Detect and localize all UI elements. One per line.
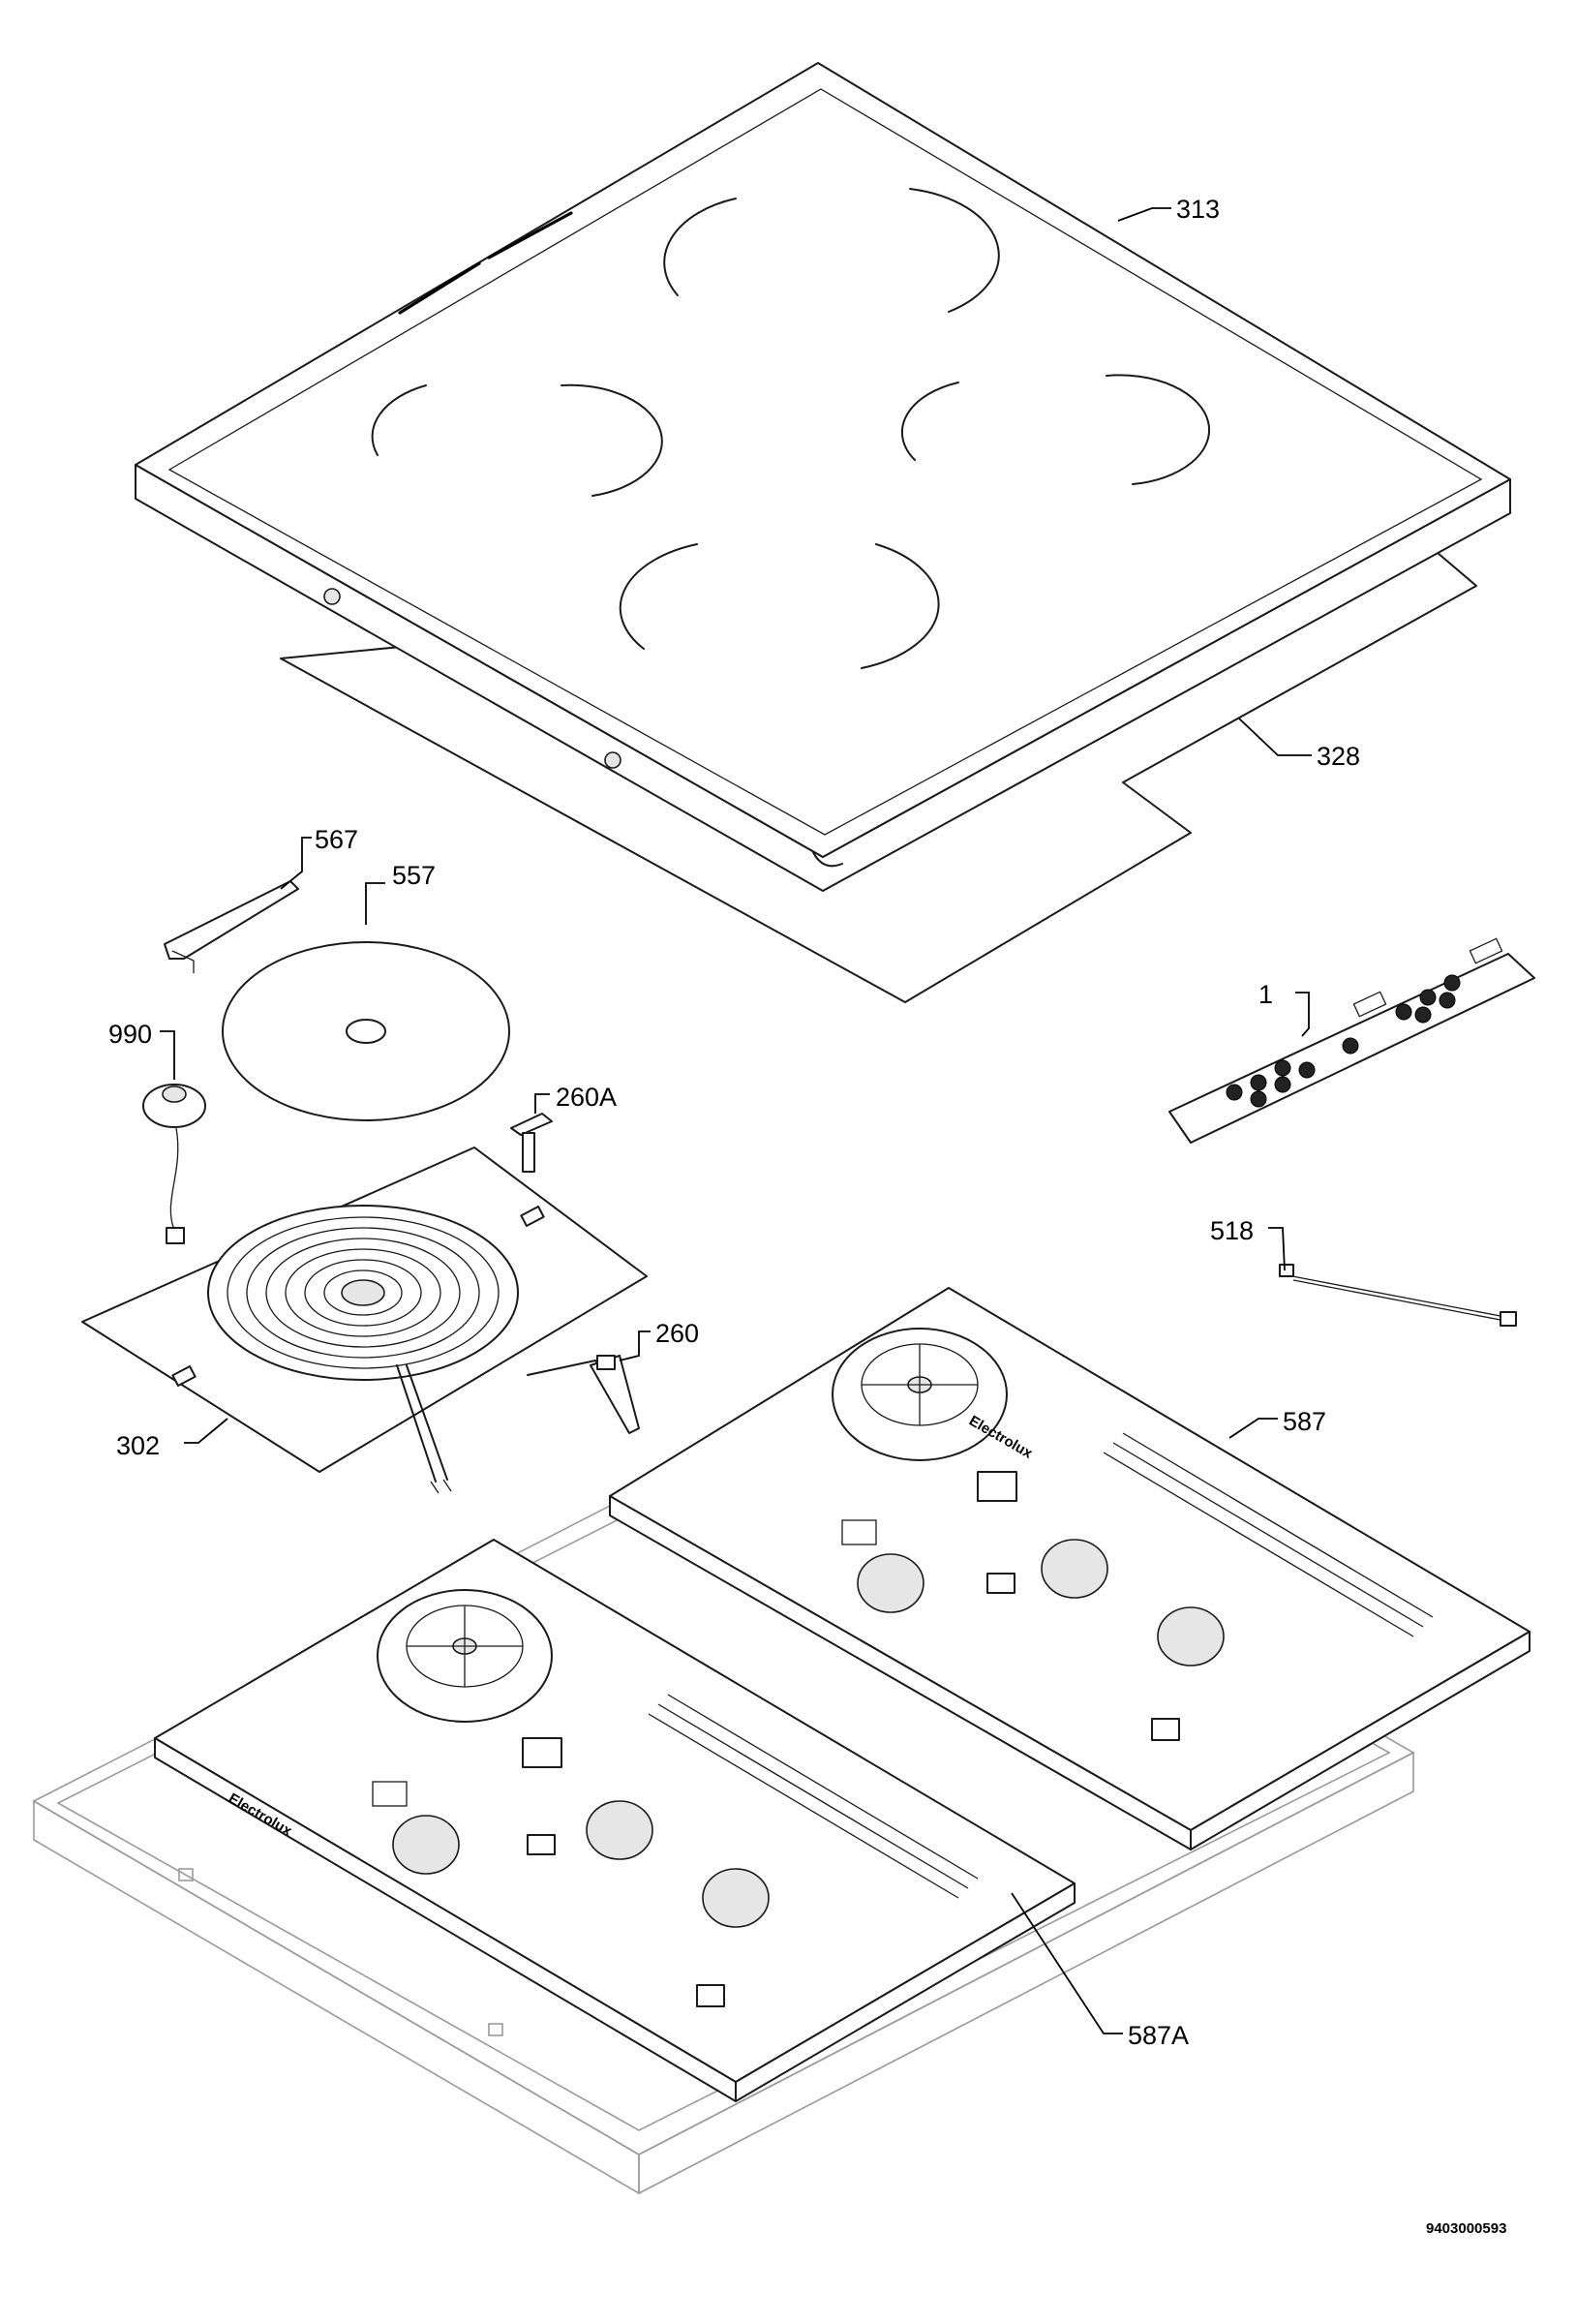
label-313: 313 bbox=[1176, 195, 1220, 224]
part-990-sensor bbox=[142, 1084, 206, 1244]
label-518: 518 bbox=[1210, 1216, 1254, 1245]
label-587A: 587A bbox=[1128, 2021, 1189, 2050]
label-557: 557 bbox=[392, 861, 436, 890]
label-328: 328 bbox=[1317, 742, 1360, 771]
part-587A-induction-module: Electrolux bbox=[154, 1539, 1076, 2102]
reference-number: 9403000593 bbox=[1426, 2220, 1506, 2237]
part-518-cable bbox=[1279, 1264, 1517, 1327]
label-567: 567 bbox=[315, 825, 358, 854]
base-frame bbox=[32, 1403, 1415, 2195]
part-302-induction-coil bbox=[81, 1147, 648, 1494]
label-260A: 260A bbox=[556, 1083, 617, 1112]
label-260: 260 bbox=[655, 1319, 699, 1348]
label-990: 990 bbox=[108, 1020, 152, 1049]
part-260A-pin bbox=[510, 1113, 553, 1173]
part-567-clip bbox=[164, 880, 299, 973]
part-587-induction-module: Electrolux bbox=[609, 1287, 1531, 1850]
label-302: 302 bbox=[116, 1431, 160, 1460]
label-587: 587 bbox=[1283, 1407, 1326, 1436]
part-260-bracket bbox=[527, 1355, 640, 1434]
part-557-insulation-disc bbox=[222, 941, 510, 1121]
label-1: 1 bbox=[1258, 980, 1273, 1009]
part-1-control-board bbox=[1168, 937, 1535, 1144]
leader-lines bbox=[160, 207, 1312, 2034]
callout-labels: 313 328 567 557 990 1 260A 518 260 302 5… bbox=[108, 195, 1360, 2050]
part-313-glass-top bbox=[135, 62, 1511, 892]
